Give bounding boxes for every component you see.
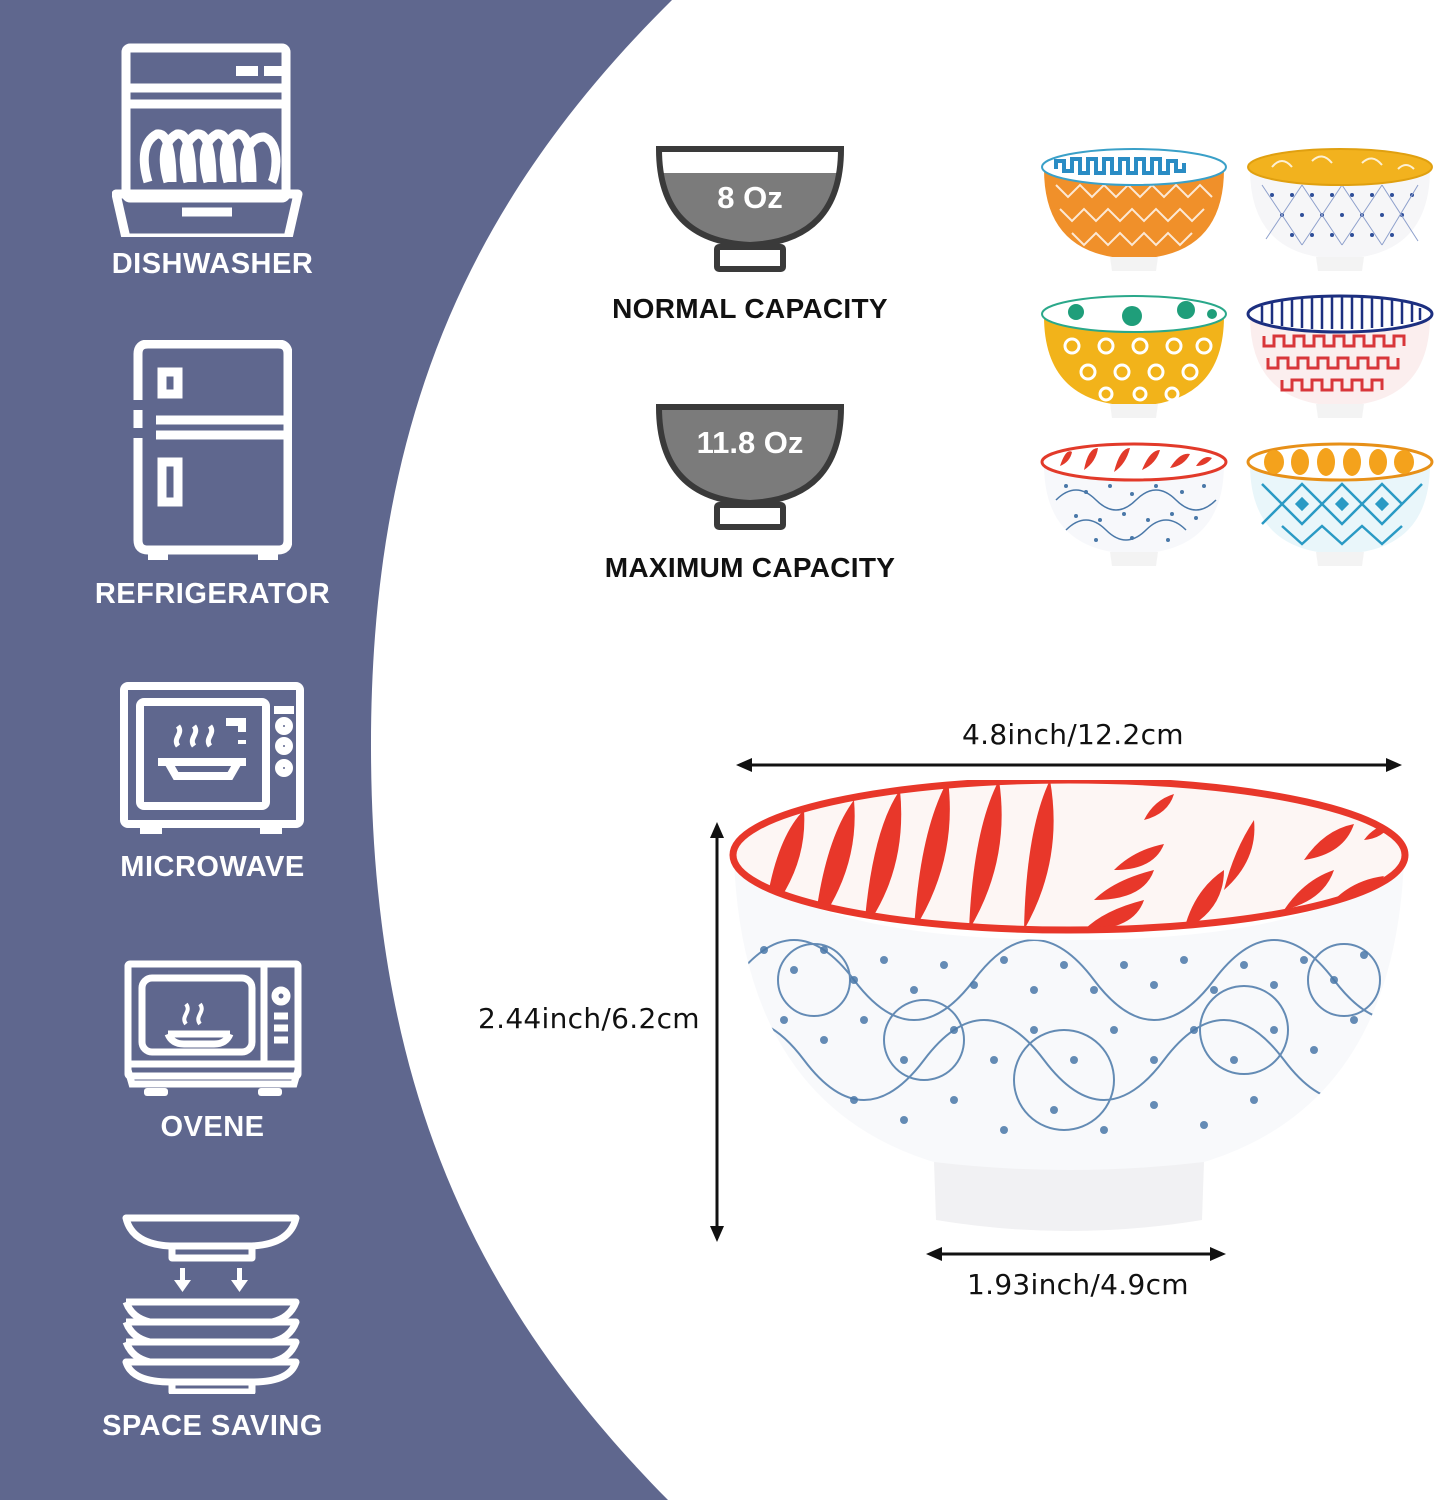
bowl-thumbnail-6 — [1246, 442, 1434, 566]
bowl-thumbnail-5 — [1040, 442, 1228, 566]
feature-refrigerator — [0, 340, 425, 562]
capacity-normal-label: NORMAL CAPACITY — [612, 293, 888, 324]
refrigerator-icon — [133, 340, 292, 560]
bowl-capacity-normal-icon — [655, 146, 845, 272]
feature-microwave — [0, 680, 425, 835]
feature-dishwasher — [0, 42, 425, 237]
feature-label-microwave: MICROWAVE — [120, 851, 305, 883]
diameter-arrow-icon — [736, 758, 1402, 772]
bowl-thumbnail-4 — [1246, 294, 1434, 418]
dimension-height-label: 2.44inch/6.2cm — [478, 1002, 700, 1035]
feature-label-oven: OVENE — [160, 1111, 265, 1143]
feature-label-refrigerator: REFRIGERATOR — [94, 578, 331, 610]
height-arrow-icon — [710, 822, 724, 1242]
dimension-base-label: 1.93inch/4.9cm — [967, 1268, 1189, 1301]
feature-space-saving — [0, 1214, 425, 1394]
bowl-thumbnail-1 — [1041, 148, 1227, 271]
feature-label-dishwasher: DISHWASHER — [111, 248, 314, 280]
oven-icon — [124, 960, 302, 1096]
feature-label-space-saving: SPACE SAVING — [102, 1410, 323, 1442]
capacity-normal-value: 8 Oz — [717, 180, 783, 215]
stacked-bowls-icon — [122, 1214, 300, 1394]
base-arrow-icon — [926, 1247, 1226, 1261]
capacity-max-label: MAXIMUM CAPACITY — [604, 552, 896, 583]
bowl-capacity-max-icon — [655, 404, 845, 530]
capacity-max-value: 11.8 Oz — [696, 425, 804, 460]
microwave-icon — [120, 682, 304, 834]
feature-oven — [0, 960, 425, 1098]
bowl-thumbnail-3 — [1041, 295, 1227, 418]
bowl-thumbnail-2 — [1247, 148, 1433, 271]
dimension-diameter-label: 4.8inch/12.2cm — [962, 718, 1184, 751]
featured-bowl-image — [729, 780, 1409, 1231]
dishwasher-icon — [112, 43, 303, 237]
